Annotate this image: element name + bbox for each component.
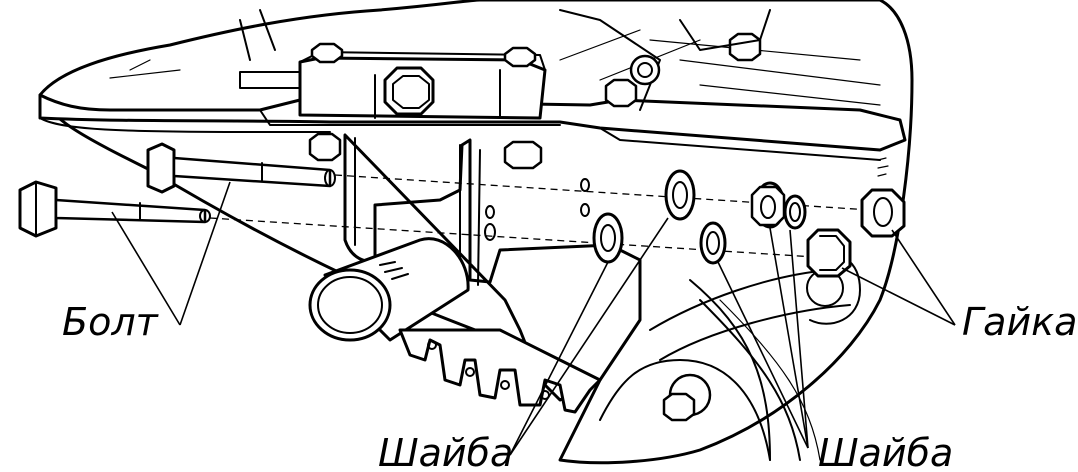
label-nut: Гайка <box>962 300 1077 344</box>
axis-line-lower <box>209 217 831 259</box>
bolt-upper <box>146 132 543 194</box>
washers-left <box>592 169 696 264</box>
upper-mechanism <box>239 9 771 111</box>
nuts <box>750 185 906 278</box>
detail-view-outline <box>38 0 914 465</box>
bolt-lower <box>18 180 211 238</box>
leader-lines <box>111 181 956 456</box>
label-bolt: Болт <box>62 300 160 344</box>
lower-wheel-region <box>599 249 861 461</box>
frame-plate <box>38 29 907 161</box>
label-washer-right: Шайба <box>818 431 953 472</box>
tube <box>308 237 470 342</box>
clamp-block <box>239 42 547 120</box>
plate-edge-marks <box>877 157 889 177</box>
label-washer-left: Шайба <box>378 431 513 472</box>
